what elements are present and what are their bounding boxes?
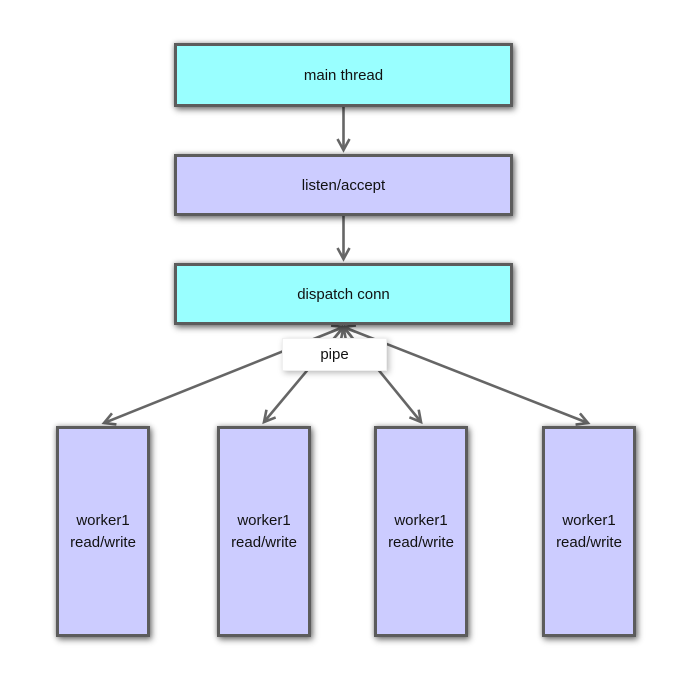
node-worker-3: worker1 read/write [374,426,468,637]
node-listen-accept: listen/accept [174,154,513,216]
node-main-thread: main thread [174,43,513,107]
node-dispatch-conn: dispatch conn [174,263,513,325]
node-worker-4: worker1 read/write [542,426,636,637]
node-worker-1: worker1 read/write [56,426,150,637]
pipe-label: pipe [282,338,387,371]
node-worker-2: worker1 read/write [217,426,311,637]
